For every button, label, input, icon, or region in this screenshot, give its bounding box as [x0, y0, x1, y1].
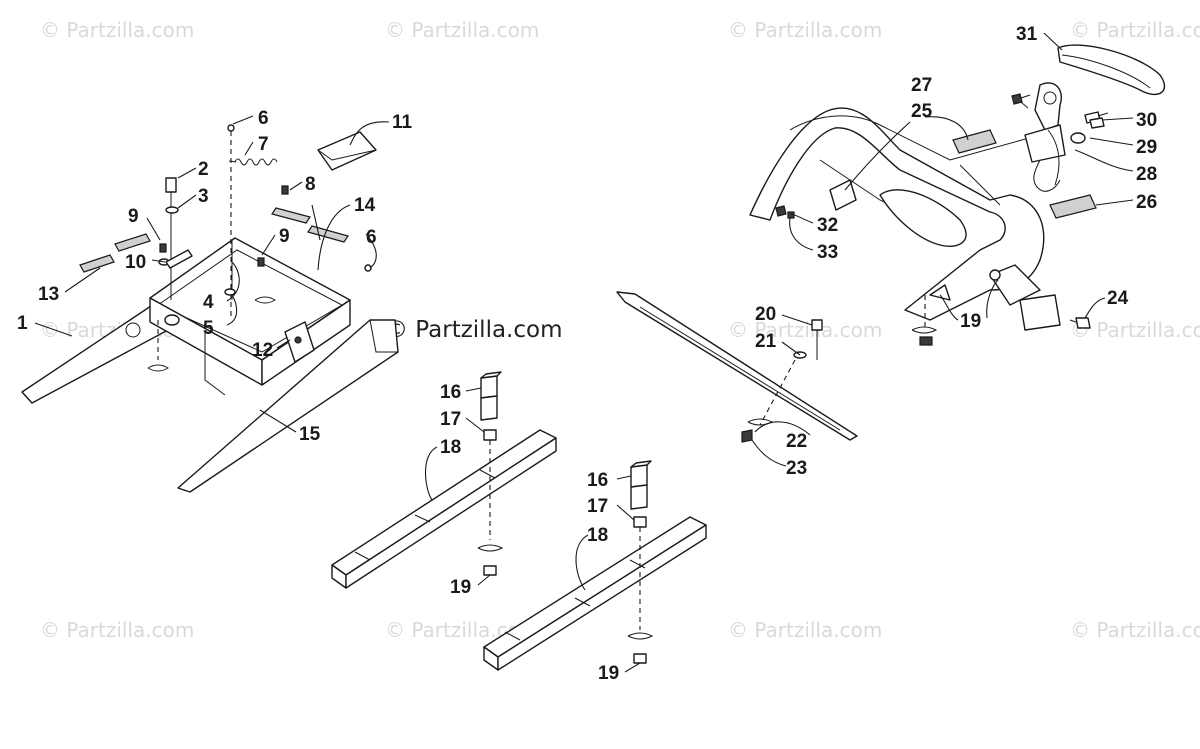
tow-hitch-part: [1034, 82, 1062, 131]
callout-15: 15: [299, 424, 321, 445]
callout-33: 33: [817, 242, 838, 263]
callout-19: 19: [598, 663, 619, 684]
watermark: © Partzilla.com: [40, 18, 194, 42]
callout-31: 31: [1016, 24, 1038, 45]
callout-16: 16: [587, 470, 608, 491]
callout-28: 28: [1136, 164, 1157, 185]
latch-cover-part: [317, 131, 377, 171]
callout-17: 17: [440, 409, 461, 430]
callout-3: 3: [198, 186, 209, 207]
callout-9: 9: [128, 206, 139, 227]
callout-19: 19: [450, 577, 471, 598]
callout-21: 21: [755, 331, 777, 352]
callout-11: 11: [392, 112, 413, 133]
callout-30: 30: [1136, 110, 1157, 131]
callout-8: 8: [305, 174, 316, 195]
callout-6: 6: [366, 227, 377, 248]
runner-assembly-lower: [483, 460, 707, 671]
callout-12: 12: [252, 340, 273, 361]
right-skid-part: [177, 319, 399, 493]
watermark: © Partzilla.com: [40, 618, 194, 642]
callout-20: 20: [755, 304, 776, 325]
callout-19: 19: [960, 311, 981, 332]
leader-lines-middle: [425, 387, 641, 673]
callout-14: 14: [354, 195, 376, 216]
callout-23: 23: [786, 458, 807, 479]
leader-lines-left: [34, 115, 390, 433]
runner-block-part: [630, 464, 648, 488]
callout-9: 9: [279, 226, 290, 247]
callout-18: 18: [587, 525, 608, 546]
skid-plate-assembly: [616, 291, 858, 443]
runner-assembly-upper: [331, 371, 557, 589]
bolt-part: [165, 177, 177, 193]
watermark-center: © Partzilla.com: [385, 317, 563, 343]
callout-4: 4: [203, 292, 214, 313]
watermark: © Partzilla.com: [385, 18, 539, 42]
spring-part: [234, 158, 278, 166]
watermark: © Partzilla.com: [1070, 318, 1200, 342]
bolt-part: [1075, 317, 1091, 329]
decal-left-part: [79, 254, 115, 273]
watermark: © Partzilla.com: [1070, 618, 1200, 642]
decal-part: [952, 129, 997, 154]
left-skid-part: [21, 299, 169, 404]
front-bumper-assembly: [749, 44, 1166, 346]
decal-part: [1049, 194, 1097, 219]
callout-13: 13: [38, 284, 59, 305]
callout-24: 24: [1107, 288, 1129, 309]
callout-32: 32: [817, 215, 838, 236]
callout-6: 6: [258, 108, 269, 129]
callout-10: 10: [125, 252, 146, 273]
callout-27: 27: [911, 75, 932, 96]
callout-1: 1: [17, 313, 28, 334]
callout-labels: 1 2 3 4 5 6 6 7 8 9 9 10 11 12 13 14 15 …: [17, 24, 1157, 684]
callout-17: 17: [587, 496, 608, 517]
watermark: © Partzilla.com: [728, 618, 882, 642]
callout-25: 25: [911, 101, 933, 122]
callout-2: 2: [198, 159, 209, 180]
callout-22: 22: [786, 431, 807, 452]
watermark: © Partzilla.com: [1070, 18, 1200, 42]
bolt-part: [811, 319, 823, 331]
watermark: © Partzilla.com: [728, 18, 882, 42]
watermark: © Partzilla.com: [728, 318, 882, 342]
rack-frame-assembly: [21, 124, 399, 493]
callout-18: 18: [440, 437, 461, 458]
callout-16: 16: [440, 382, 461, 403]
runner-block-part: [480, 375, 498, 399]
callout-5: 5: [203, 318, 214, 339]
callout-29: 29: [1136, 137, 1157, 158]
callout-7: 7: [258, 134, 269, 155]
decal-right-part: [271, 207, 311, 224]
leader-lines-right: [789, 32, 1134, 321]
grab-handle-part: [1057, 44, 1166, 95]
callout-26: 26: [1136, 192, 1157, 213]
leader-lines-center: [751, 314, 813, 467]
